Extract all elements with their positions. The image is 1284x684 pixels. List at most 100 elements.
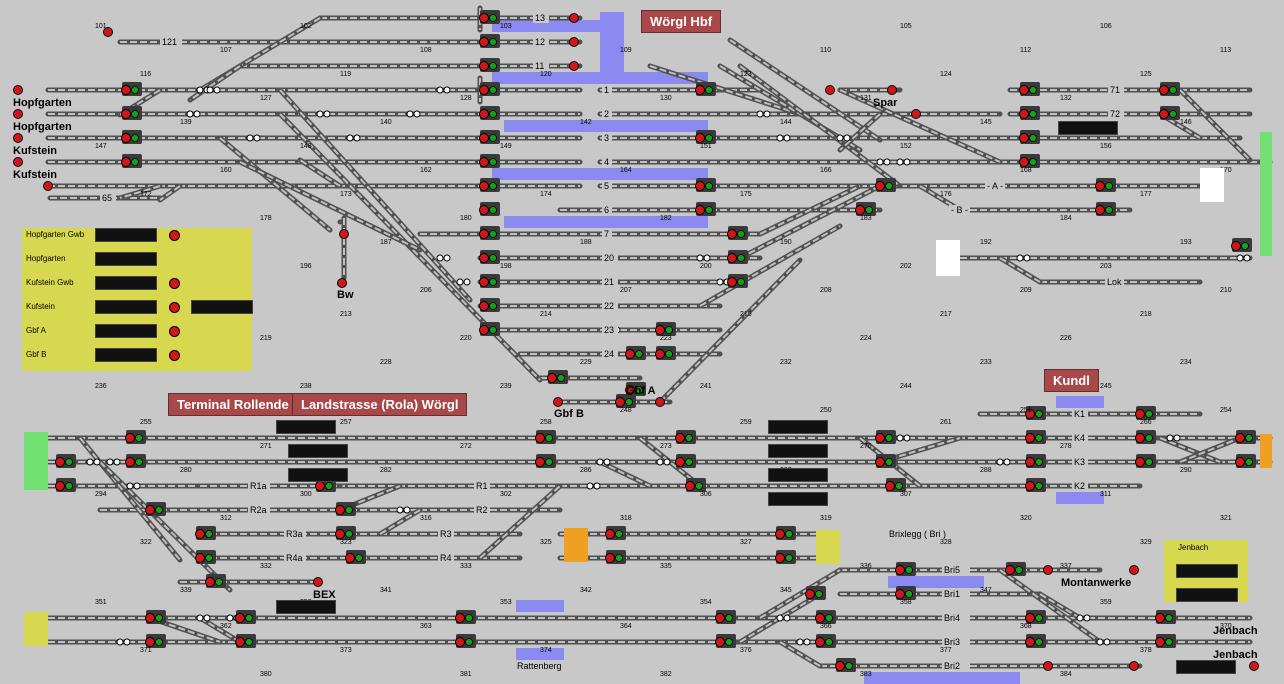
signal-number-label[interactable]: 332 bbox=[260, 563, 272, 570]
signal-number-label[interactable]: 311 bbox=[1100, 491, 1111, 498]
signal-green-icon[interactable] bbox=[1105, 182, 1113, 190]
signal-red-icon[interactable] bbox=[855, 205, 865, 215]
signal-green-icon[interactable] bbox=[885, 458, 893, 466]
signal-number-label[interactable]: 190 bbox=[780, 239, 792, 246]
signal-number-label[interactable]: 146 bbox=[1180, 119, 1192, 126]
station-jenbach-2[interactable]: Jenbach bbox=[1213, 649, 1258, 661]
signal-green-icon[interactable] bbox=[1035, 458, 1043, 466]
signal-number-label[interactable]: 192 bbox=[980, 239, 992, 246]
signal-number-label[interactable]: 215 bbox=[740, 311, 752, 318]
signal-number-label[interactable]: 228 bbox=[380, 359, 392, 366]
signal-number-label[interactable]: 176 bbox=[940, 191, 952, 198]
signal-number-label[interactable]: 258 bbox=[540, 419, 552, 426]
signal-green-icon[interactable] bbox=[1029, 110, 1037, 118]
signal-number-label[interactable]: 371 bbox=[140, 647, 152, 654]
signal-number-label[interactable]: 320 bbox=[1020, 515, 1032, 522]
signal-number-label[interactable]: 251 bbox=[1020, 407, 1032, 414]
signal-red-icon[interactable] bbox=[775, 553, 785, 563]
signal-red-icon[interactable] bbox=[1019, 109, 1029, 119]
signal-number-label[interactable]: 273 bbox=[660, 443, 672, 450]
signal-green-icon[interactable] bbox=[615, 554, 623, 562]
signal-red-icon[interactable] bbox=[825, 85, 835, 95]
signal-number-label[interactable]: 325 bbox=[540, 539, 552, 546]
signal-number-label[interactable]: 233 bbox=[980, 359, 992, 366]
signal-number-label[interactable]: 236 bbox=[95, 383, 107, 390]
signal-red-icon[interactable] bbox=[727, 229, 737, 239]
signal-number-label[interactable]: 383 bbox=[860, 671, 872, 678]
signal-red-icon[interactable] bbox=[479, 133, 489, 143]
signal-number-label[interactable]: 362 bbox=[220, 623, 232, 630]
signal-number-label[interactable]: 376 bbox=[740, 647, 752, 654]
signal-number-label[interactable]: 300 bbox=[300, 491, 312, 498]
signal-number-label[interactable]: 321 bbox=[1220, 515, 1232, 522]
signal-green-icon[interactable] bbox=[465, 614, 473, 622]
station-spar[interactable]: Spar bbox=[873, 97, 898, 109]
signal-red-icon[interactable] bbox=[1005, 565, 1015, 575]
signal-number-label[interactable]: 294 bbox=[95, 491, 107, 498]
signal-number-label[interactable]: 380 bbox=[260, 671, 272, 678]
signal-number-label[interactable]: 318 bbox=[620, 515, 632, 522]
signal-number-label[interactable]: 290 bbox=[1180, 467, 1192, 474]
signal-number-label[interactable]: 373 bbox=[340, 647, 352, 654]
signal-red-icon[interactable] bbox=[1155, 613, 1165, 623]
signal-green-icon[interactable] bbox=[465, 638, 473, 646]
signal-red-icon[interactable] bbox=[479, 253, 489, 263]
signal-green-icon[interactable] bbox=[1035, 614, 1043, 622]
signal-red-icon[interactable] bbox=[675, 433, 685, 443]
signal-number-label[interactable]: 223 bbox=[660, 335, 672, 342]
signal-number-label[interactable]: 214 bbox=[540, 311, 552, 318]
signal-number-label[interactable]: 288 bbox=[980, 467, 992, 474]
signal-number-label[interactable]: 241 bbox=[700, 383, 712, 390]
signal-red-icon[interactable] bbox=[55, 457, 65, 467]
signal-number-label[interactable]: 116 bbox=[140, 71, 151, 78]
signal-green-icon[interactable] bbox=[131, 158, 139, 166]
signal-green-icon[interactable] bbox=[205, 530, 213, 538]
signal-red-icon[interactable] bbox=[335, 505, 345, 515]
signal-number-label[interactable]: 164 bbox=[620, 167, 632, 174]
signal-red-icon[interactable] bbox=[655, 397, 665, 407]
signal-red-icon[interactable] bbox=[547, 373, 557, 383]
signal-red-icon[interactable] bbox=[569, 13, 579, 23]
signal-number-label[interactable]: 220 bbox=[460, 335, 472, 342]
signal-red-icon[interactable] bbox=[121, 133, 131, 143]
signal-number-label[interactable]: 172 bbox=[140, 191, 152, 198]
signal-number-label[interactable]: 113 bbox=[1220, 47, 1231, 54]
signal-green-icon[interactable] bbox=[905, 566, 913, 574]
signal-red-icon[interactable] bbox=[695, 85, 705, 95]
signal-green-icon[interactable] bbox=[685, 458, 693, 466]
signal-red-icon[interactable] bbox=[615, 397, 625, 407]
signal-green-icon[interactable] bbox=[737, 278, 745, 286]
signal-number-label[interactable]: 219 bbox=[260, 335, 272, 342]
signal-number-label[interactable]: 184 bbox=[1060, 215, 1072, 222]
signal-red-icon[interactable] bbox=[1025, 409, 1035, 419]
signal-number-label[interactable]: 238 bbox=[300, 383, 312, 390]
train-number-field[interactable] bbox=[95, 276, 157, 290]
signal-red-icon[interactable] bbox=[605, 529, 615, 539]
signal-number-label[interactable]: 335 bbox=[660, 563, 672, 570]
station-gbf-a[interactable]: Gbf A bbox=[626, 385, 656, 397]
signal-red-icon[interactable] bbox=[13, 157, 23, 167]
signal-number-label[interactable]: 183 bbox=[860, 215, 872, 222]
signal-number-label[interactable]: 166 bbox=[820, 167, 832, 174]
signal-red-icon[interactable] bbox=[1025, 457, 1035, 467]
signal-green-icon[interactable] bbox=[1029, 158, 1037, 166]
signal-green-icon[interactable] bbox=[245, 614, 253, 622]
signal-number-label[interactable]: 180 bbox=[460, 215, 472, 222]
signal-red-icon[interactable] bbox=[675, 457, 685, 467]
train-number-field[interactable] bbox=[768, 444, 828, 458]
signal-number-label[interactable]: 250 bbox=[820, 407, 832, 414]
signal-green-icon[interactable] bbox=[345, 530, 353, 538]
signal-green-icon[interactable] bbox=[215, 578, 223, 586]
signal-green-icon[interactable] bbox=[1035, 638, 1043, 646]
signal-red-icon[interactable] bbox=[1135, 409, 1145, 419]
signal-red-icon[interactable] bbox=[1135, 457, 1145, 467]
signal-number-label[interactable]: 322 bbox=[140, 539, 152, 546]
signal-green-icon[interactable] bbox=[155, 638, 163, 646]
signal-number-label[interactable]: 276 bbox=[860, 443, 872, 450]
signal-green-icon[interactable] bbox=[135, 458, 143, 466]
signal-number-label[interactable]: 316 bbox=[420, 515, 432, 522]
signal-number-label[interactable]: 105 bbox=[900, 23, 912, 30]
signal-red-icon[interactable] bbox=[727, 253, 737, 263]
signal-number-label[interactable]: 271 bbox=[260, 443, 272, 450]
signal-number-label[interactable]: 178 bbox=[260, 215, 272, 222]
